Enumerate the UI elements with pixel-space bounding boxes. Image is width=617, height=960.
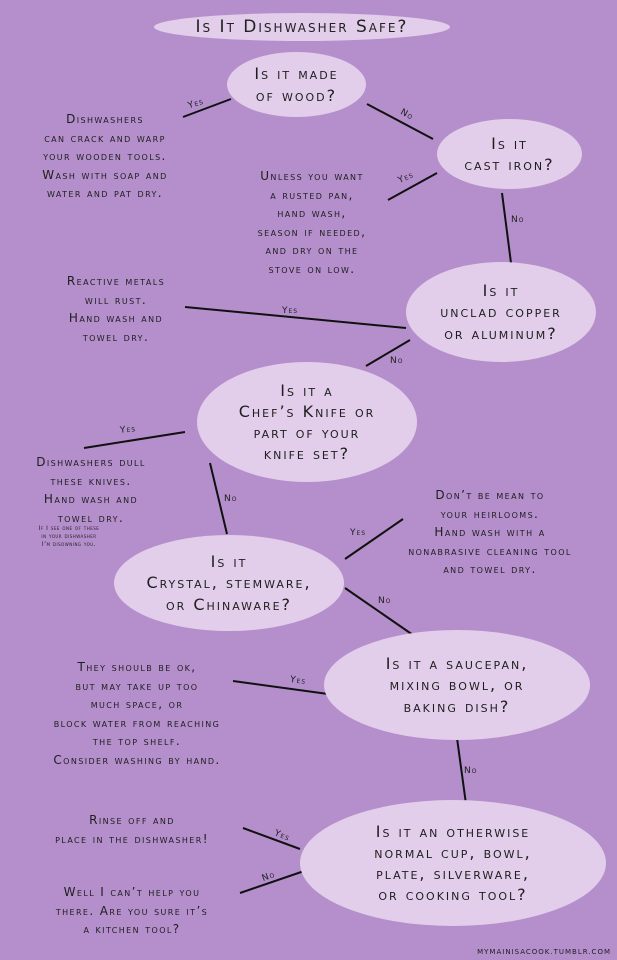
answer-saucepan-yes: They shoulb be ok, but may take up too m… (53, 660, 221, 767)
crystal-yes-line (344, 518, 404, 560)
answer-knife-yes: Dishwashers dull these knives. Hand wash… (36, 455, 146, 525)
label-cast-iron-no: No (511, 215, 525, 225)
cup-yes-line (242, 827, 301, 850)
answer-cast-iron-yes: Unless you want a rusted pan, hand wash,… (257, 169, 367, 276)
copper-no-line (365, 339, 411, 367)
answer-cup-yes: Rinse off and place in the dishwasher! (55, 813, 209, 846)
question-copper: Is it unclad copper or aluminum? (406, 262, 596, 362)
label-saucepan-yes: Yes (289, 674, 307, 688)
page-title: Is It Dishwasher Safe? (154, 13, 450, 41)
question-knife: Is it a Chef’s Knife or part of your kni… (197, 362, 417, 482)
castiron-yes-line (387, 172, 438, 201)
question-cup: Is it an otherwise normal cup, bowl, pla… (300, 800, 606, 926)
wood-yes-line (182, 98, 232, 118)
castiron-no-line (501, 192, 512, 264)
label-copper-no: No (390, 356, 404, 366)
knife-yes-line (83, 431, 186, 449)
question-wood: Is it made of wood? (227, 52, 366, 117)
question-crystal: Is it Crystal, stemware, or Chinaware? (114, 535, 344, 631)
cup-no-line (239, 868, 311, 894)
saucepan-no-line (456, 737, 467, 805)
answer-wood-yes: Dishwashers can crack and warp your wood… (42, 112, 168, 200)
credit-text: MYMAINISACOOK.TUMBLR.COM (477, 948, 611, 956)
label-saucepan-no: No (464, 766, 478, 776)
label-knife-yes: Yes (119, 424, 137, 436)
answer-cup-no: Well I can’t help you there. Are you sur… (55, 885, 209, 936)
wood-no-line (366, 103, 434, 140)
answer-knife-note: If I see one of these in your dishwasher… (38, 525, 100, 548)
answer-crystal-yes: Don’t be mean to your heirlooms. Hand wa… (408, 488, 572, 576)
crystal-no-line (344, 587, 414, 636)
knife-no-line (209, 462, 228, 535)
copper-yes-line (184, 306, 407, 329)
answer-copper-yes: Reactive metals will rust. Hand wash and… (66, 274, 166, 344)
label-crystal-no: No (378, 596, 392, 606)
question-saucepan: Is it a saucepan, mixing bowl, or baking… (324, 630, 590, 740)
label-knife-no: No (224, 494, 238, 504)
question-cast-iron: Is it cast iron? (437, 119, 582, 189)
label-copper-yes: Yes (282, 306, 299, 316)
label-crystal-yes: Yes (350, 528, 367, 538)
